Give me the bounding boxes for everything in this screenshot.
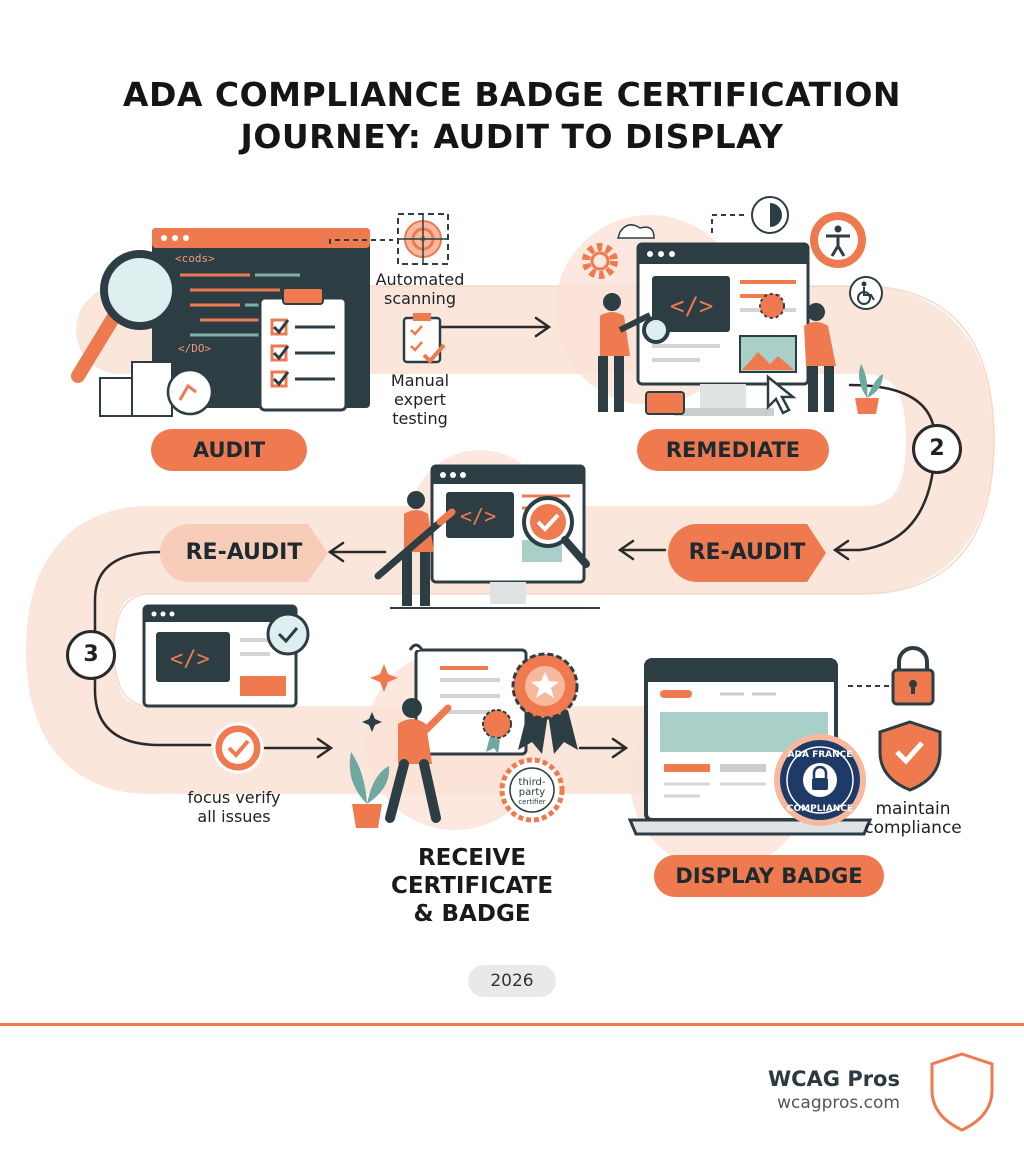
contrast-icon	[711, 196, 789, 234]
shield-check-icon	[878, 720, 942, 792]
automated-line-2: scanning	[384, 289, 456, 308]
focus-verify-label: focus verify all issues	[168, 788, 300, 826]
svg-text:</>: </>	[170, 647, 210, 672]
title-line-1: ADA COMPLIANCE BADGE CERTIFICATION	[122, 75, 902, 114]
step-audit: AUDIT	[151, 429, 307, 471]
page-title: ADA COMPLIANCE BADGE CERTIFICATION JOURN…	[0, 74, 1024, 158]
manual-line-1: Manual	[390, 371, 450, 390]
gear-icon	[582, 243, 618, 279]
checklist-icon	[402, 313, 446, 364]
verify-window: </>	[142, 604, 310, 708]
step-reaudit-left: RE-AUDIT	[160, 524, 328, 582]
receive-line-3: & BADGE	[413, 901, 531, 927]
maintain-compliance-label: maintain compliance	[858, 800, 968, 838]
automated-line-1: Automated	[375, 270, 465, 289]
step-number-2: 2	[912, 424, 962, 474]
receive-line-2: CERTIFICATE	[390, 873, 554, 899]
compliance-seal: ADA FRANCE COMPLIANCE	[774, 734, 866, 826]
year-badge: 2026	[468, 965, 556, 997]
maintain-line-1: maintain	[875, 799, 951, 819]
cursor-icon	[766, 374, 797, 415]
seal-top-text: ADA FRANCE	[788, 750, 853, 760]
seal-bottom-text: COMPLIANCE	[787, 804, 853, 814]
automated-scanning-label: Automated scanning	[360, 270, 480, 308]
badge-text-1: third-	[519, 777, 546, 788]
code-close-tag: </DO>	[178, 342, 211, 355]
step-receive-certificate: RECEIVE CERTIFICATE & BADGE	[372, 844, 572, 928]
svg-text:</>: </>	[670, 292, 713, 320]
shield-logo-icon	[930, 1052, 994, 1132]
flow-line	[93, 316, 937, 759]
plant-icon	[349, 752, 390, 828]
brand-url[interactable]: wcagpros.com	[777, 1093, 900, 1113]
cloud-icon	[616, 224, 655, 239]
badge-text-3: certifier	[518, 798, 545, 806]
brand-name: WCAG Pros	[767, 1067, 900, 1091]
remediate-workers	[598, 293, 836, 415]
focus-line-1: focus verify	[187, 788, 281, 807]
brand-block: WCAG Pros wcagpros.com	[768, 1066, 900, 1114]
step-reaudit-right: RE-AUDIT	[668, 524, 826, 582]
step-remediate: REMEDIATE	[637, 429, 829, 471]
svg-text:</>: </>	[460, 504, 496, 528]
step-number-3: 3	[66, 630, 116, 680]
magnifier-icon	[71, 250, 180, 383]
accessibility-icon	[810, 212, 866, 268]
lock-icon	[848, 646, 935, 706]
report-stack	[99, 361, 214, 417]
clipboard-icon	[258, 287, 348, 412]
third-party-badge: third- party certifier	[499, 757, 565, 823]
target-icon	[397, 213, 449, 265]
remediate-monitor: </>	[636, 242, 810, 416]
ribbon-badge-icon	[482, 652, 579, 754]
manual-line-3: testing	[392, 409, 448, 428]
reaudit-monitor: </>	[374, 464, 600, 609]
focus-line-2: all issues	[197, 807, 271, 826]
manual-testing-label: Manual expert testing	[370, 371, 470, 428]
badge-text-2: party	[519, 787, 546, 798]
footer-divider	[0, 1023, 1024, 1026]
wheelchair-icon	[849, 276, 883, 310]
plant-icon	[855, 364, 883, 414]
code-open-tag: <cods>	[175, 252, 215, 265]
step-display-badge: DISPLAY BADGE	[654, 855, 884, 897]
checkmark-icon	[212, 722, 264, 774]
title-line-2: JOURNEY: AUDIT TO DISPLAY	[240, 117, 784, 156]
receive-line-1: RECEIVE	[417, 845, 527, 871]
maintain-line-2: compliance	[864, 818, 962, 838]
manual-line-2: expert	[394, 390, 446, 409]
receive-person	[362, 664, 452, 823]
